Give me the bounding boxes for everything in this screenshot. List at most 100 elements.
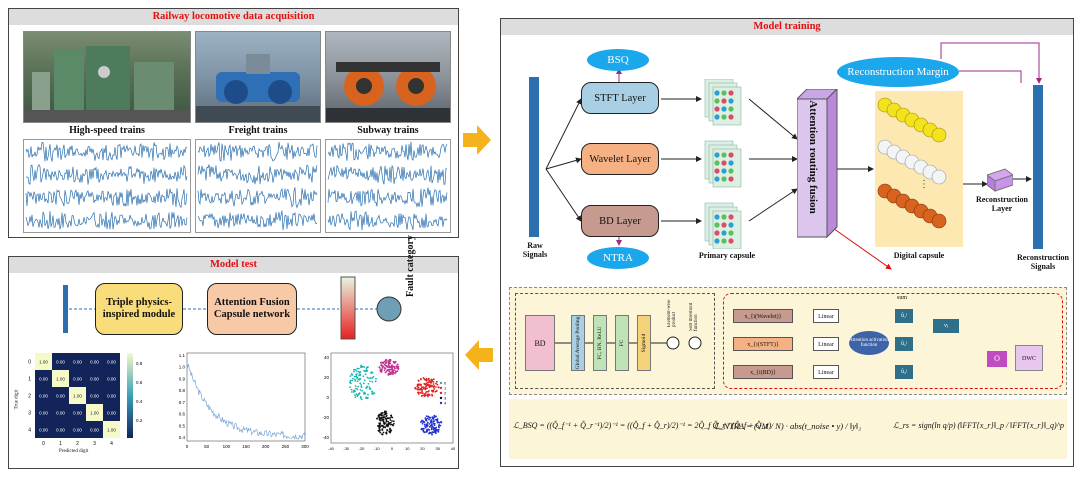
tsne-point [423, 421, 426, 424]
subway-train-photo [325, 31, 451, 123]
cm-cell-value: 0.00 [107, 394, 116, 399]
cm-col-label: 0 [42, 441, 45, 447]
tsne-point [383, 360, 386, 363]
tsne-point [387, 420, 390, 423]
attention-activation: Attention activation function [849, 331, 889, 355]
tsne-legend-marker [439, 396, 443, 400]
sigmoid-block: Sigmoid [637, 315, 651, 371]
attention-routing-label: Attention routing fusion [807, 100, 819, 214]
capsule-neuron [721, 160, 727, 166]
tsne-legend-label: 4 [444, 401, 447, 406]
tsne-point [351, 374, 354, 376]
signal-trace [25, 188, 188, 209]
tsne-point [382, 431, 385, 434]
cm-cell-value: 0.00 [73, 360, 82, 365]
tsne-point [432, 378, 435, 381]
tsne-point [423, 378, 426, 381]
loss-xtick: 150 [242, 444, 250, 449]
tsne-point [378, 430, 381, 432]
colorbar-tick: 0.6 [136, 380, 143, 385]
tsne-point [426, 421, 429, 424]
tsne-legend-marker [439, 391, 443, 395]
cm-cell [69, 387, 86, 404]
tsne-xtick: 20 [420, 446, 425, 451]
capsule-neuron [714, 214, 720, 220]
loss-xtick: 250 [282, 444, 290, 449]
tsne-point [367, 383, 370, 385]
tsne-point [390, 414, 392, 417]
tsne-point [392, 420, 395, 423]
signal-trace [327, 187, 448, 208]
ntra-formula: ℒ_NTRA = (√M / N) · abs(t_noise • y) / ‖… [713, 421, 862, 431]
cm-cell-value: 0.00 [90, 377, 99, 382]
cm-cell-value: 1.00 [107, 428, 116, 433]
tsne-point [360, 364, 363, 367]
tsne-legend-label: 3 [444, 396, 447, 401]
cm-cell [69, 404, 86, 421]
tsne-point [365, 386, 368, 389]
tsne-point [430, 421, 433, 424]
tsne-point [352, 391, 355, 393]
cm-cell [35, 404, 52, 421]
tsne-point [369, 380, 371, 383]
acquisition-title: Railway locomotive data acquisition [9, 9, 458, 25]
cm-row-label: 2 [28, 394, 31, 400]
model-test-panel: Model test Triple physics-inspired modul… [8, 235, 459, 469]
capsule-neuron [721, 98, 727, 104]
fc-bn-relu-block: FC, BN, ReLU [593, 315, 607, 371]
tsne-point [366, 396, 368, 399]
freight-signals [195, 139, 321, 233]
tsne-point [389, 365, 391, 368]
tsne-point [394, 370, 397, 373]
tsne-point [362, 392, 365, 395]
tsne-point [389, 421, 392, 424]
cm-cell [35, 387, 52, 404]
cm-cell-value: 0.00 [73, 411, 82, 416]
tsne-point [391, 373, 394, 376]
cm-cell-value: 0.00 [90, 428, 99, 433]
tsne-point [385, 412, 388, 415]
test-flow [63, 276, 402, 340]
tsne-point [432, 416, 435, 419]
test-title: Model test [9, 257, 458, 273]
cm-cell-value: 0.00 [73, 428, 82, 433]
digital-capsule-sphere [931, 127, 947, 143]
cm-col-label: 3 [93, 441, 96, 447]
cm-cell-value: 0.00 [107, 377, 116, 382]
soft-threshold-label: Soft threshold function [689, 302, 699, 331]
cm-cell [86, 370, 103, 387]
tsne-point [359, 382, 362, 385]
gap-block: Global Average Pooling [571, 315, 585, 371]
bsq-ellipse: BSQ [587, 49, 649, 71]
cm-cell [103, 404, 120, 421]
capsule-neuron [721, 176, 727, 182]
tsne-point [389, 427, 391, 430]
tsne-point [389, 359, 392, 361]
tsne-point [365, 366, 368, 369]
tsne-point [354, 394, 356, 397]
tsne-point [438, 424, 440, 426]
tsne-point [355, 375, 358, 378]
subway-signals [325, 139, 451, 233]
tsne-point [422, 429, 425, 432]
element-wise-product-label: Element-wise product [667, 299, 677, 328]
input-bd: x_{i(BD)} [733, 365, 793, 379]
cm-cell [103, 353, 120, 370]
high-speed-train-photo [23, 31, 191, 123]
tsne-point [354, 396, 357, 399]
tsne-point [387, 369, 390, 371]
cm-cell [69, 370, 86, 387]
tsne-point [384, 410, 386, 413]
tsne-point [432, 422, 435, 425]
tsne-point [375, 377, 377, 380]
tsne-point [349, 375, 352, 377]
tsne-legend-marker [439, 401, 443, 405]
raw-signals-label: Raw Signals [522, 241, 548, 259]
tsne-point [425, 390, 428, 393]
loss-ytick: 0.4 [179, 435, 186, 440]
subway-label: Subway trains [357, 125, 419, 136]
cm-cell [52, 387, 69, 404]
tsne-point [391, 420, 393, 422]
tsne-point [427, 377, 430, 380]
tsne-point [437, 430, 440, 433]
